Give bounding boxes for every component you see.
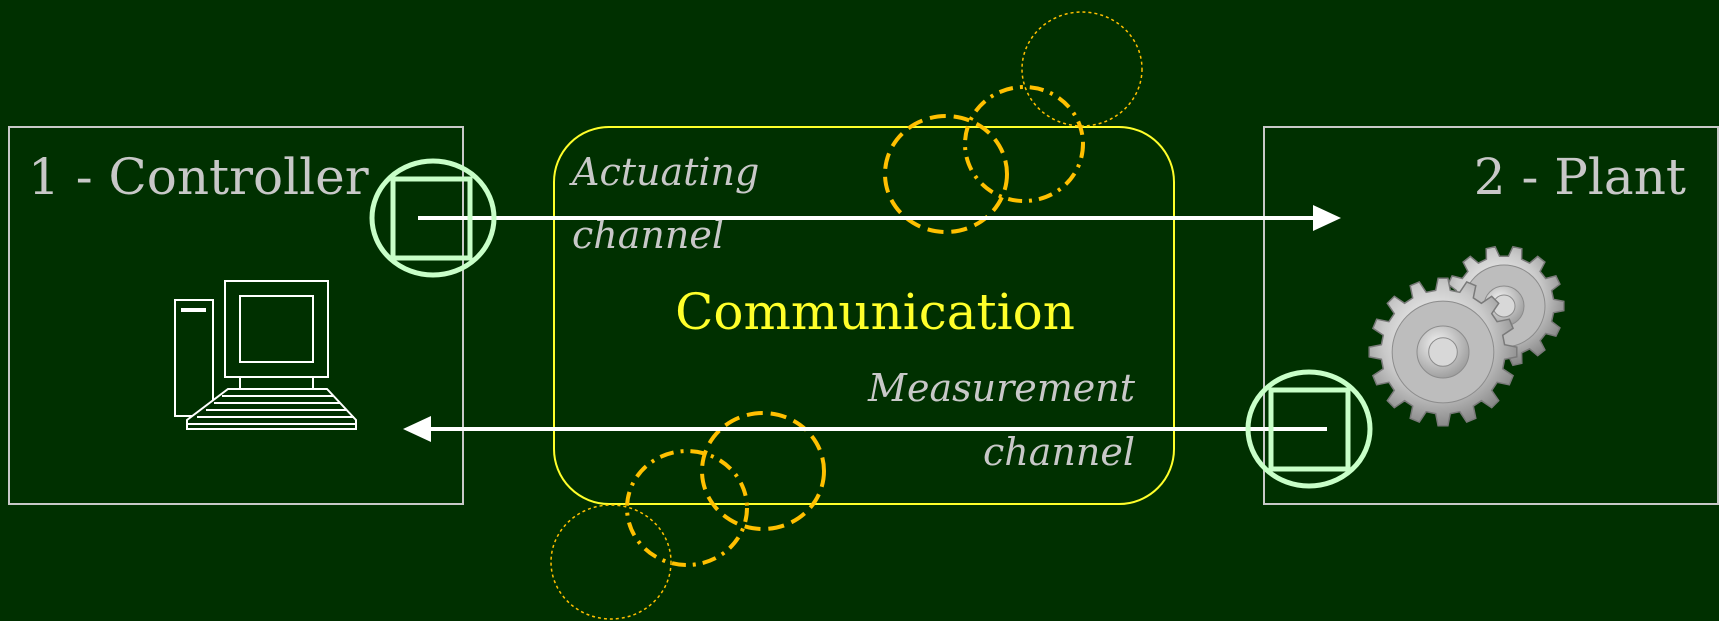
- gears-icon: [1368, 245, 1565, 427]
- communication-label: Communication: [675, 283, 1075, 341]
- port-square: [1268, 387, 1351, 472]
- communication-block: Communication Actuating channel Measurem…: [553, 126, 1175, 505]
- disturbance-circle: [883, 114, 1009, 234]
- measurement-arrowhead: [403, 416, 431, 442]
- disturbance-circle: [1021, 11, 1143, 127]
- gear-hub: [1428, 337, 1458, 367]
- disturbance-circle: [963, 85, 1085, 203]
- controller-port: [369, 158, 497, 278]
- plant-label: 2 - Plant: [1474, 148, 1686, 206]
- port-circle: [369, 158, 497, 278]
- measurement-channel-label: Measurement: [867, 366, 1136, 410]
- controller-block: 1 - Controller: [8, 126, 464, 505]
- disturbance-circle: [625, 449, 749, 567]
- port-square: [390, 176, 473, 261]
- disturbance-bottom: [550, 411, 826, 620]
- communication-frame: [553, 126, 1175, 505]
- disturbance-circle: [550, 504, 672, 620]
- controller-label: 1 - Controller: [28, 148, 369, 206]
- computer-icon: [174, 280, 357, 430]
- disturbance-circle: [700, 411, 826, 531]
- controller-frame: [8, 126, 464, 505]
- measurement-arrow: [403, 416, 1327, 442]
- actuating-arrowhead: [1313, 205, 1341, 231]
- plant-block: 2 - Plant: [1263, 126, 1719, 505]
- plant-port: [1245, 369, 1373, 489]
- plant-frame: [1263, 126, 1719, 505]
- actuating-arrow: [418, 205, 1341, 231]
- actuating-channel-label: Actuating: [569, 150, 759, 194]
- disturbance-top: [883, 11, 1143, 234]
- actuating-channel-label-2: channel: [572, 213, 724, 257]
- measurement-channel-label-2: channel: [983, 430, 1135, 474]
- port-circle: [1245, 369, 1373, 489]
